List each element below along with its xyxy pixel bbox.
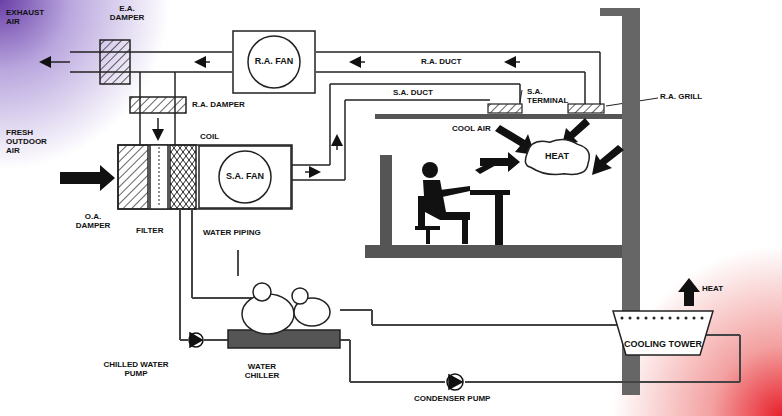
part-label: R.A. GRILL bbox=[660, 92, 702, 101]
part-label: WATER PIPING bbox=[202, 228, 262, 237]
part-label: R.A. DUCT bbox=[420, 57, 462, 66]
part-label: S.A. DUCT bbox=[392, 88, 434, 97]
spray-dot bbox=[677, 317, 680, 320]
fan-housing bbox=[233, 31, 315, 93]
node-text: HEAT bbox=[545, 152, 569, 162]
spray-dot bbox=[693, 317, 696, 320]
fan-box: S.A. FAN bbox=[198, 145, 292, 209]
part-label: FRESH OUTDOOR AIR bbox=[6, 128, 56, 156]
spray-dot bbox=[669, 317, 672, 320]
node-text: R.A. FAN bbox=[255, 57, 294, 67]
part-label: EXHAUST AIR bbox=[6, 8, 50, 26]
spray-dot bbox=[645, 317, 648, 320]
part-label: COOL AIR bbox=[452, 124, 491, 133]
fan-wheel bbox=[219, 151, 271, 203]
spray-dot bbox=[637, 317, 640, 320]
part-label: O.A. DAMPER bbox=[70, 212, 116, 230]
part-label: S.A. TERMINAL bbox=[527, 87, 577, 105]
tower-basin bbox=[613, 311, 713, 355]
spray-dot bbox=[661, 317, 664, 320]
part-label: WATER CHILLER bbox=[232, 362, 292, 380]
part-label: COIL bbox=[200, 132, 219, 141]
cooling-tower: COOLING TOWER bbox=[612, 310, 714, 356]
part-label: HEAT bbox=[702, 284, 723, 293]
spray-dot bbox=[685, 317, 688, 320]
fan-box: R.A. FAN bbox=[232, 30, 316, 94]
part-label: R.A. DAMPER bbox=[192, 100, 245, 109]
spray-dot bbox=[653, 317, 656, 320]
part-label: CONDENSER PUMP bbox=[414, 394, 490, 403]
spray-dot bbox=[701, 317, 704, 320]
part-label: FILTER bbox=[135, 226, 164, 235]
fan-housing bbox=[199, 146, 291, 208]
part-label: CHILLED WATER PUMP bbox=[100, 360, 172, 378]
heat-cloud: HEAT bbox=[520, 136, 594, 178]
fan-wheel bbox=[248, 36, 300, 88]
part-label: E.A. DAMPER bbox=[102, 4, 152, 22]
node-text: S.A. FAN bbox=[226, 172, 264, 182]
node-text: COOLING TOWER bbox=[624, 340, 702, 350]
cloud-outline bbox=[525, 140, 589, 175]
spray-dot bbox=[629, 317, 632, 320]
spray-dot bbox=[621, 317, 624, 320]
